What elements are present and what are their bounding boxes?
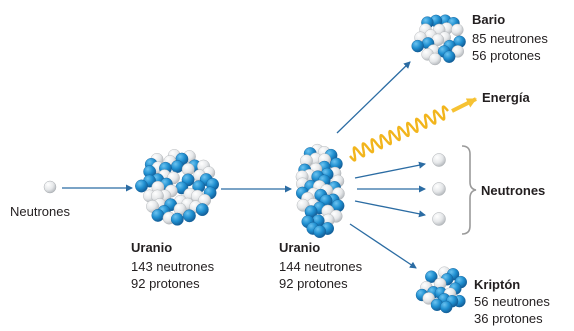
uranium-b-neutrons: 144 neutrones (279, 259, 363, 274)
proton-particle (440, 300, 453, 314)
neutron-particle (428, 52, 442, 66)
arrow-to-neutron-1 (354, 161, 426, 179)
krypton-neutrons: 56 neutrones (474, 294, 550, 309)
energy-arrow (451, 97, 477, 113)
proton-particle (170, 160, 184, 173)
uranium-a-protons: 92 protones (131, 276, 200, 291)
proton-particle (443, 50, 456, 63)
neutrons-bracket (461, 145, 477, 235)
proton-particle (313, 225, 327, 239)
released-neutron-2 (432, 182, 446, 196)
uranium-236-nucleus (295, 143, 345, 239)
proton-particle (151, 208, 165, 222)
neutrons-out-label: Neutrones (481, 183, 545, 198)
incoming-neutron-label: Neutrones (10, 204, 70, 219)
uranium-235-nucleus (135, 149, 220, 226)
released-neutron-3 (432, 212, 446, 226)
uranium-a-name: Uranio (131, 240, 172, 255)
barium-name: Bario (472, 12, 505, 27)
krypton-protons: 36 protones (474, 311, 543, 326)
neutron-particle (451, 23, 464, 37)
barium-nucleus (411, 14, 466, 66)
incoming-neutron (43, 180, 57, 194)
proton-particle (425, 270, 438, 283)
uranium-a-neutrons: 143 neutrones (131, 259, 215, 274)
arrow-to-neutron-3 (354, 200, 426, 218)
arrow-to-krypton (349, 223, 417, 269)
proton-particle (195, 203, 209, 217)
proton-particle (135, 179, 148, 193)
barium-protons: 56 protones (472, 48, 541, 63)
energy-wave (349, 105, 449, 162)
proton-particle (182, 209, 196, 223)
barium-neutrons: 85 neutrones (472, 31, 548, 46)
neutron-particle (422, 292, 435, 305)
uranium-b-name: Uranio (279, 240, 320, 255)
krypton-nucleus (415, 266, 467, 314)
energy-label: Energía (482, 90, 530, 105)
released-neutron-1 (432, 153, 446, 167)
krypton-name: Kriptón (474, 277, 520, 292)
arrow-to-barium (336, 61, 411, 134)
proton-particle (411, 39, 424, 53)
uranium-b-protons: 92 protones (279, 276, 348, 291)
proton-particle (170, 212, 184, 226)
